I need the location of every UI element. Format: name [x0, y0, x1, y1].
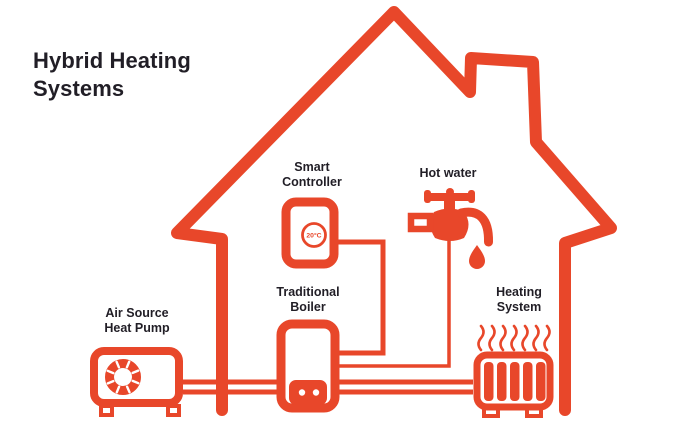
radiator-icon	[473, 324, 554, 418]
heat-waves-icon	[477, 324, 551, 352]
controller-temperature: 20°C	[306, 232, 321, 240]
tap-spout	[456, 207, 494, 247]
label-smart-controller: Smart Controller	[282, 160, 342, 189]
label-traditional-boiler: Traditional Boiler	[276, 285, 340, 314]
boiler-control-panel	[289, 380, 327, 405]
boiler-icon	[276, 319, 340, 413]
label-hot-water: Hot water	[419, 166, 477, 180]
page-title-line2: Systems	[33, 76, 125, 101]
page-title: Hybrid Heating Systems	[33, 47, 191, 103]
smart-controller-icon: 20°C	[281, 197, 339, 269]
pipe-tap-boiler	[338, 240, 451, 368]
radiator-fins	[484, 362, 546, 401]
heat-pump-foot-left	[99, 404, 114, 417]
fan-icon	[105, 359, 141, 395]
page-title-line1: Hybrid Heating	[33, 48, 191, 73]
label-air-source-heat-pump: Air Source Heat Pump	[104, 306, 170, 335]
pipe-controller-boiler	[337, 239, 386, 356]
boiler-knob-right	[312, 389, 320, 396]
thermostat-dial-icon: 20°C	[301, 222, 327, 248]
water-drop-icon	[469, 245, 485, 269]
heat-pump-icon	[90, 347, 183, 417]
label-heating-system: Heating System	[496, 285, 542, 314]
boiler-knob-left	[298, 389, 306, 396]
heat-pump-foot-right	[166, 404, 181, 417]
house-outline-icon	[171, 6, 617, 416]
tap-outlet	[407, 212, 434, 233]
hot-water-tap-icon	[407, 188, 494, 269]
